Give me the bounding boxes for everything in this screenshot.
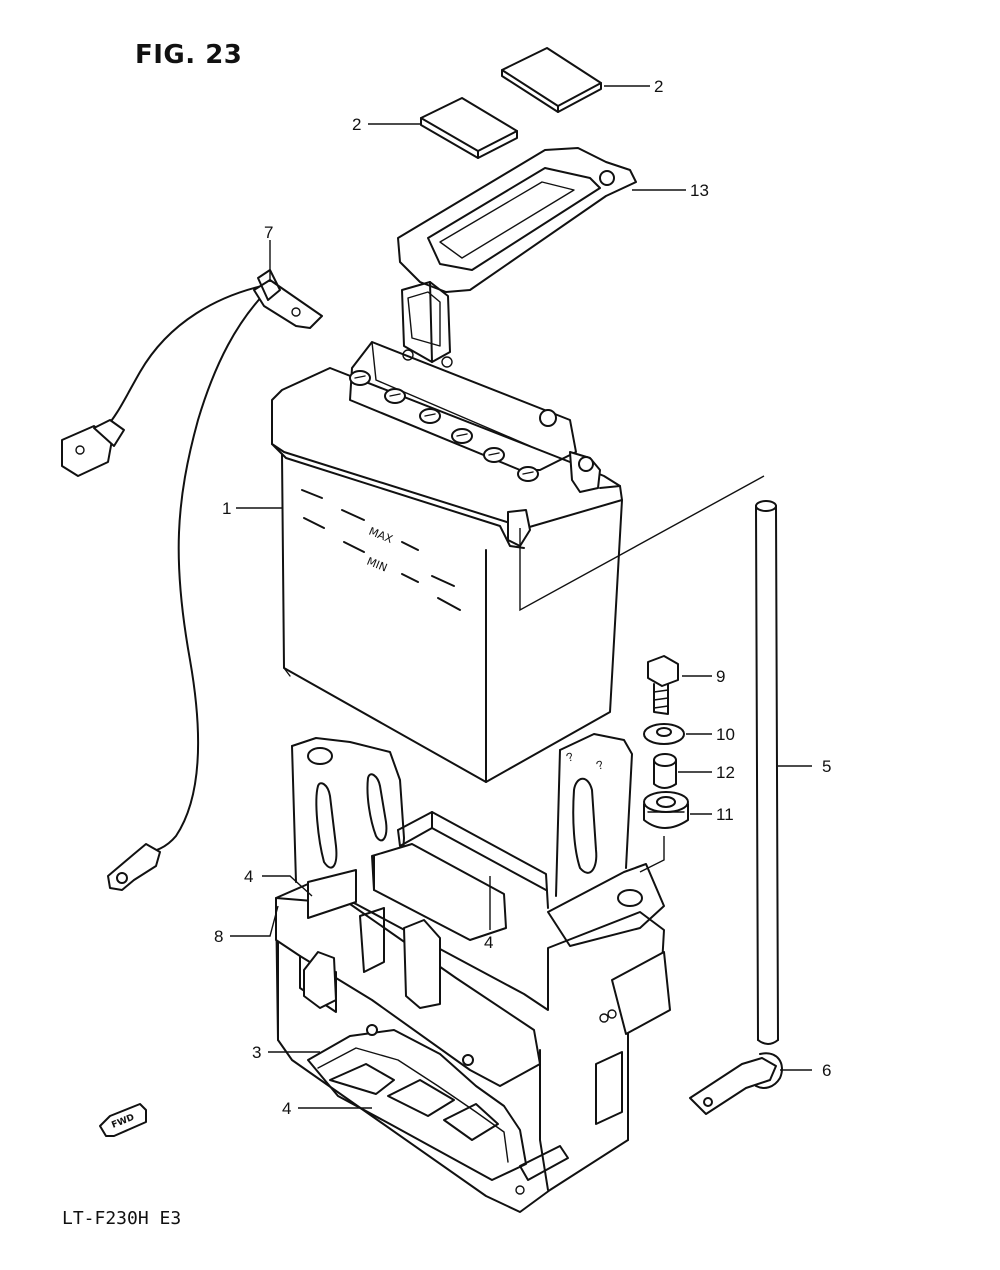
battery-max-label: MAX xyxy=(367,525,395,546)
bolt-part-9 xyxy=(647,655,679,715)
callout-4-lower: 4 xyxy=(282,1099,292,1118)
battery-strap-part-8 xyxy=(275,897,671,1087)
callout-1: 1 xyxy=(222,499,232,518)
tray-pads-part-4 xyxy=(307,843,507,941)
callout-8: 8 xyxy=(214,927,224,946)
callout-2-lower: 2 xyxy=(352,115,362,134)
callout-4-upper-left: 4 xyxy=(244,867,254,886)
callout-3: 3 xyxy=(252,1043,262,1062)
callout-2-upper: 2 xyxy=(654,77,664,96)
battery-level-marks xyxy=(301,489,461,611)
battery-vent-caps xyxy=(349,370,539,482)
svg-text:?: ? xyxy=(564,749,575,765)
battery-min-label: MIN xyxy=(365,555,389,575)
battery-part-1: MAX MIN xyxy=(271,341,765,783)
battery-holder-bracket-part-13 xyxy=(397,147,637,368)
callout-10: 10 xyxy=(716,725,735,744)
battery-case-tray-part-3: ? ? xyxy=(275,733,671,1213)
callout-5: 5 xyxy=(822,757,832,776)
callout-leader-lines xyxy=(230,85,712,1109)
model-code-label: LT-F230H E3 xyxy=(62,1208,182,1229)
pad-part-2-lower xyxy=(420,97,518,159)
svg-text:?: ? xyxy=(594,757,605,773)
washer-part-10 xyxy=(643,723,685,745)
breather-tube-part-5 xyxy=(755,500,812,1045)
pad-part-2-upper xyxy=(501,47,602,113)
callout-4-center: 4 xyxy=(484,933,494,952)
collar-part-12 xyxy=(653,753,677,789)
figure-title: FIG. 23 xyxy=(135,40,243,70)
callout-9: 9 xyxy=(716,667,726,686)
fwd-direction-badge: FWD xyxy=(99,1103,147,1137)
callout-6: 6 xyxy=(822,1061,832,1080)
battery-wire-lead-part-7 xyxy=(61,269,323,891)
callout-11: 11 xyxy=(716,805,734,824)
callout-12: 12 xyxy=(716,763,735,782)
breather-clamp-part-6 xyxy=(689,1052,812,1115)
grommet-part-11 xyxy=(643,791,689,829)
callout-13: 13 xyxy=(690,181,709,200)
callout-7: 7 xyxy=(264,223,274,242)
